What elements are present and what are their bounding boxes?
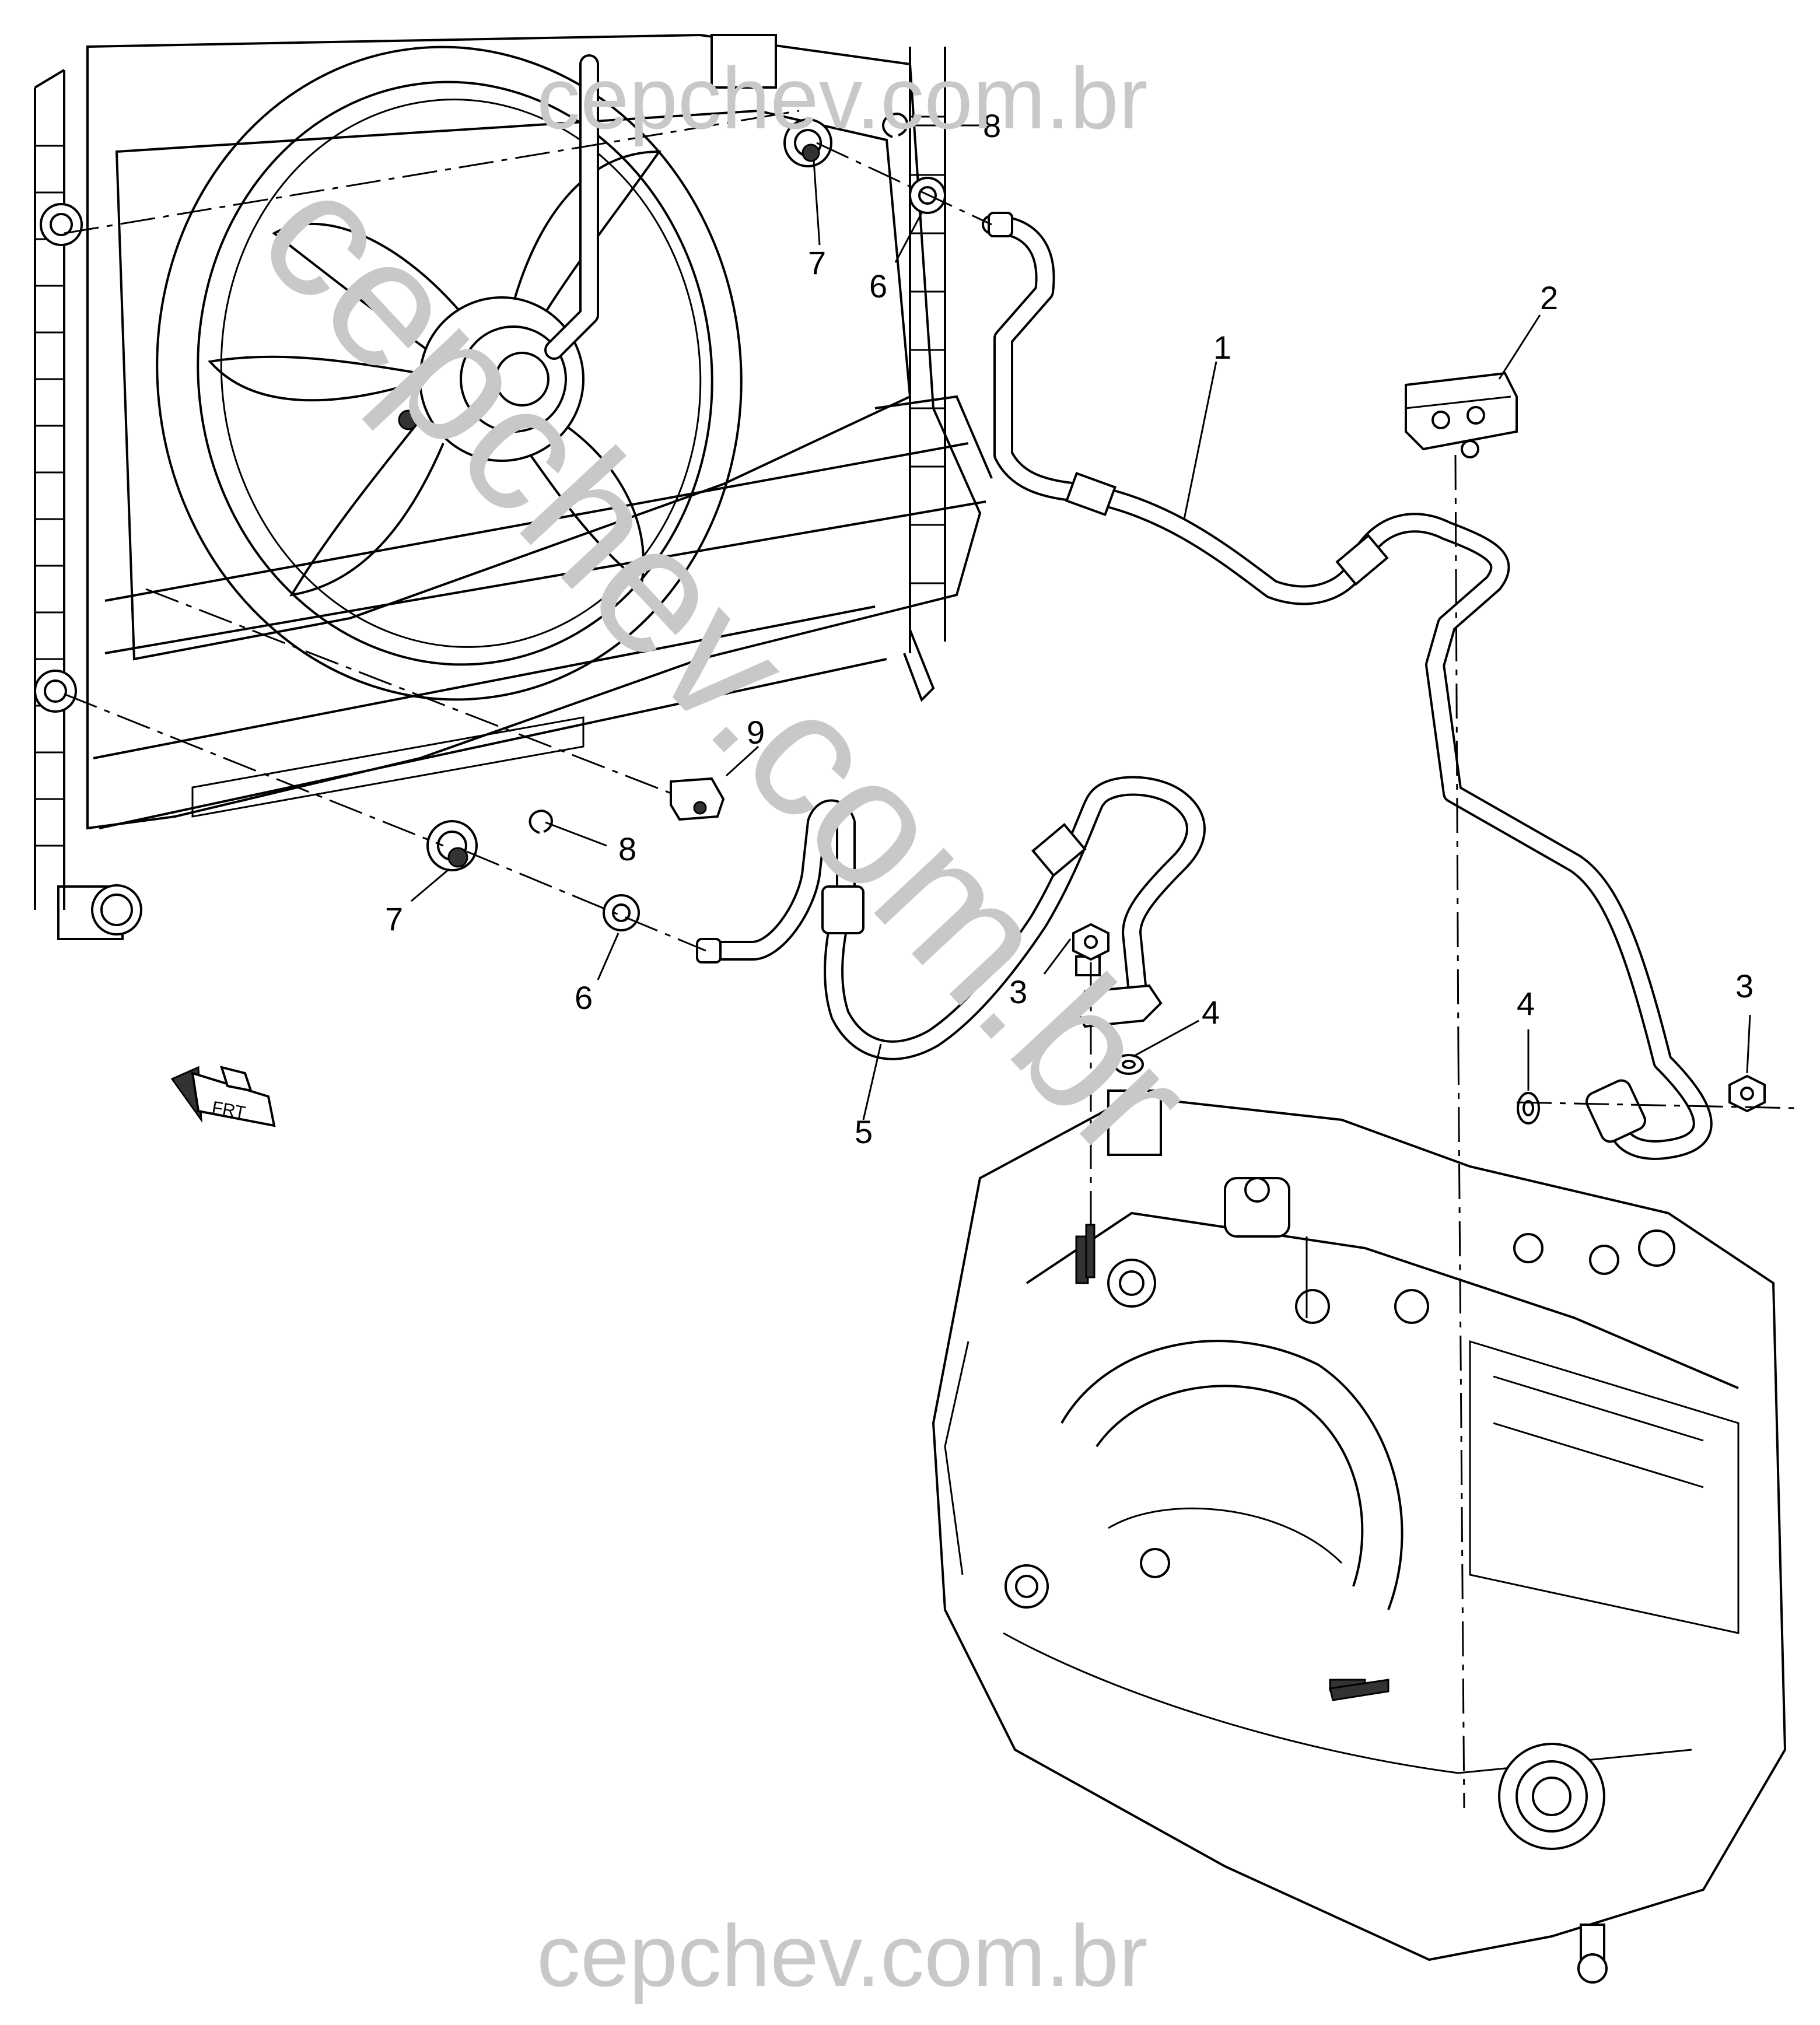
cooling-fan: [156, 45, 743, 701]
retainer-clip-lower: [528, 810, 553, 834]
callout-5: 5: [855, 1113, 873, 1150]
watermark-diagonal: cepchev.com.br: [222, 133, 1232, 1195]
callout-8-lower: 8: [618, 831, 636, 867]
callout-8-upper: 8: [983, 107, 1001, 144]
callout-9: 9: [747, 714, 765, 751]
callout-labels: 1 2 3 3 4 4 5 6 6 7 7 8 8 9: [385, 107, 1754, 1150]
pipe-clip: [670, 777, 725, 821]
assembly-centerlines: [64, 110, 1797, 1809]
leader-lines: [411, 124, 1751, 1120]
callout-7-upper: 7: [808, 244, 826, 281]
watermark-bottom: cepchev.com.br: [537, 1907, 1148, 2005]
callout-2: 2: [1540, 279, 1558, 316]
front-orientation-icon: FRT: [170, 1066, 276, 1127]
fitting-lower: [426, 820, 478, 871]
washer-right: [1517, 1092, 1540, 1124]
pipe-bracket: [1405, 372, 1518, 458]
callout-1: 1: [1213, 329, 1231, 366]
watermark-top: cepchev.com.br: [537, 49, 1148, 147]
fitting-upper: [783, 118, 832, 167]
nut-left: [1072, 923, 1110, 961]
callout-3-left: 3: [1009, 973, 1027, 1010]
seal-lower: [603, 894, 640, 931]
callout-7-lower: 7: [385, 901, 403, 937]
washer-left: [1114, 1054, 1144, 1075]
cooler-outlet-pipe: [696, 776, 1206, 1060]
callout-6-lower: 6: [575, 979, 593, 1016]
nut-right: [1728, 1074, 1766, 1113]
radiator-fan-assembly: [34, 33, 993, 940]
retainer-clip-upper: [882, 113, 908, 138]
callout-4-left: 4: [1202, 994, 1220, 1031]
transmission-case: [932, 1089, 1787, 1984]
fan-shroud: [34, 33, 993, 940]
callout-6-upper: 6: [869, 268, 887, 304]
callout-3-right: 3: [1735, 968, 1754, 1004]
callout-4-right: 4: [1517, 985, 1535, 1022]
